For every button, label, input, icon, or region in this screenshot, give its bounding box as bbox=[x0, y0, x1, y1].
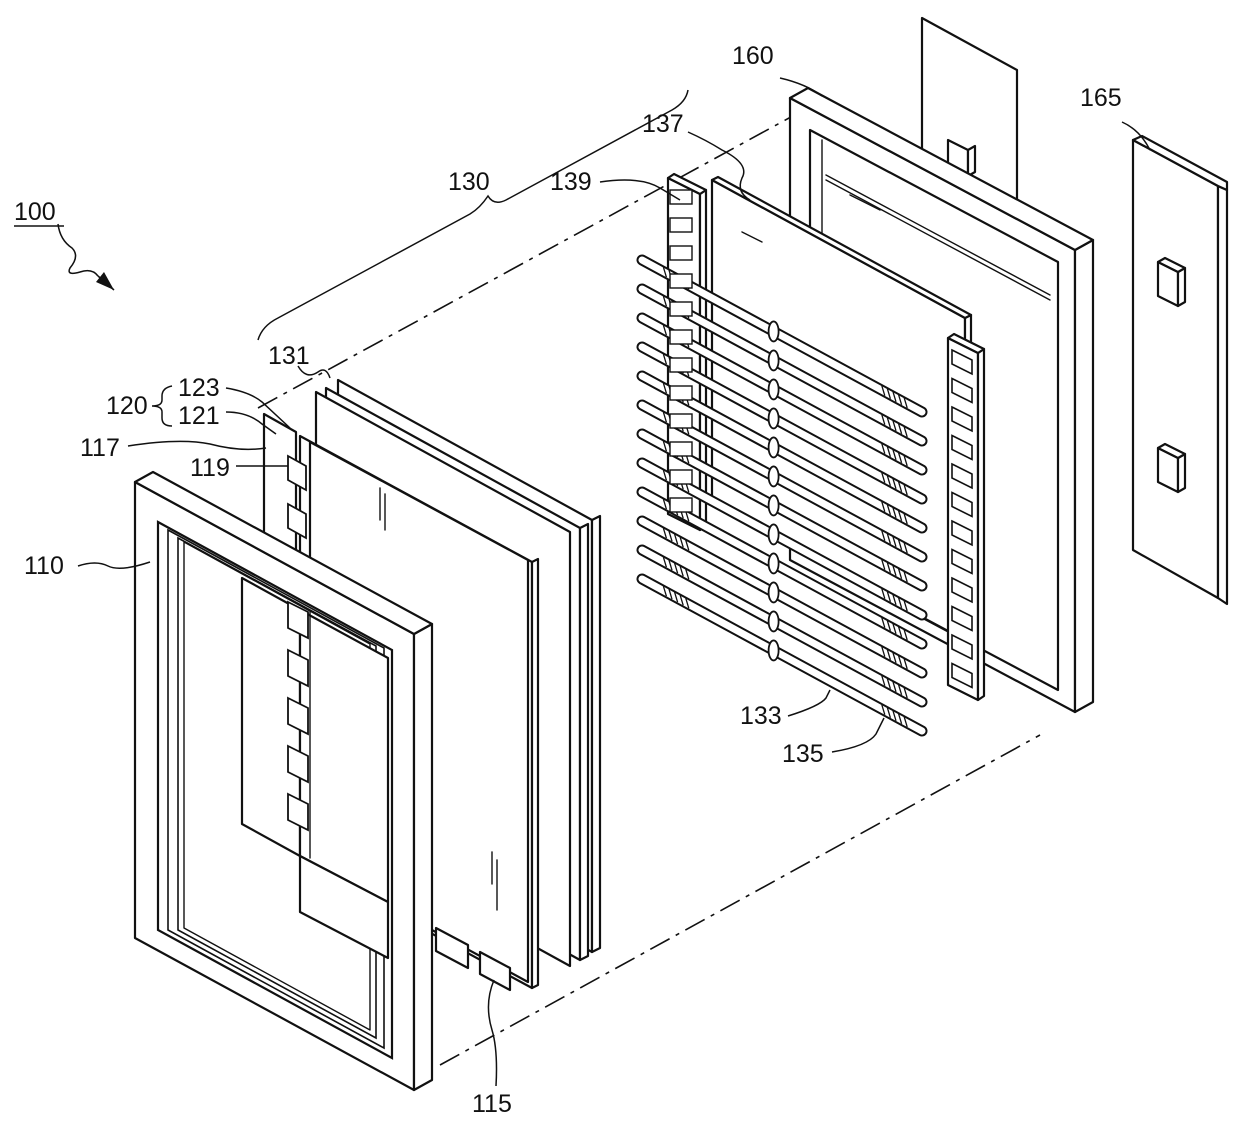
lamp-holder-right bbox=[948, 334, 984, 700]
holder-slot bbox=[670, 386, 692, 400]
lamp-clip bbox=[769, 582, 779, 602]
lamp-clip bbox=[769, 466, 779, 486]
backlight-brace bbox=[258, 90, 688, 340]
holder-slot bbox=[670, 470, 692, 484]
holder-slot bbox=[670, 414, 692, 428]
label-130: 130 bbox=[448, 168, 490, 196]
holder-slot bbox=[670, 246, 692, 260]
label-121: 121 bbox=[178, 402, 220, 430]
label-131: 131 bbox=[268, 342, 310, 370]
label-110: 110 bbox=[24, 552, 64, 580]
lamp-clip bbox=[769, 495, 779, 515]
label-117: 117 bbox=[80, 434, 120, 462]
lamp-clip bbox=[769, 524, 779, 544]
panel-brace bbox=[152, 386, 172, 426]
lamp-clip bbox=[769, 611, 779, 631]
holder-slot bbox=[670, 218, 692, 232]
label-119: 119 bbox=[190, 454, 230, 482]
holder-slot bbox=[670, 442, 692, 456]
label-139: 139 bbox=[550, 168, 592, 196]
lamp-clip bbox=[769, 350, 779, 370]
label-137: 137 bbox=[642, 110, 684, 138]
inverter-board bbox=[1133, 136, 1227, 604]
holder-slot bbox=[670, 190, 692, 204]
holder-slot bbox=[670, 302, 692, 316]
lamp-clip bbox=[769, 640, 779, 660]
holder-slot bbox=[670, 498, 692, 512]
label-123: 123 bbox=[178, 374, 220, 402]
label-100: 100 bbox=[14, 198, 56, 226]
label-160: 160 bbox=[732, 42, 774, 70]
lamp-clip bbox=[769, 321, 779, 341]
holder-slot bbox=[670, 274, 692, 288]
lamp-clip bbox=[769, 553, 779, 573]
lamp-clip bbox=[769, 408, 779, 428]
label-120: 120 bbox=[106, 392, 148, 420]
lamp-clip bbox=[769, 437, 779, 457]
label-135: 135 bbox=[782, 740, 824, 768]
lamp-clip bbox=[769, 379, 779, 399]
label-133: 133 bbox=[740, 702, 782, 730]
label-165: 165 bbox=[1080, 84, 1122, 112]
holder-slot bbox=[670, 330, 692, 344]
holder-slot bbox=[670, 358, 692, 372]
label-115: 115 bbox=[472, 1090, 512, 1118]
